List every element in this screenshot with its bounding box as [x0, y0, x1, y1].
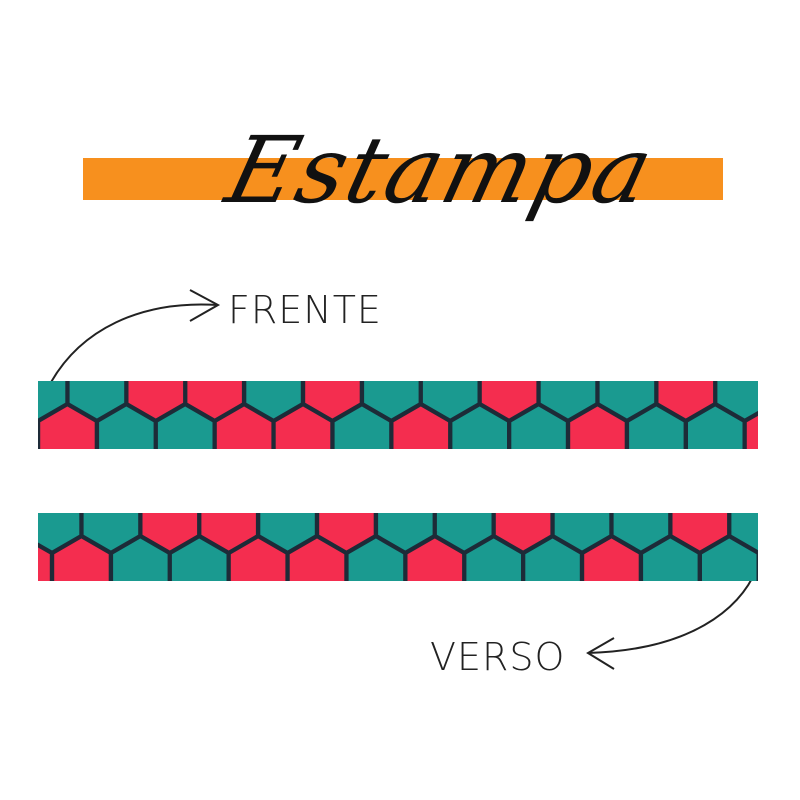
- hexagon-cell: [216, 406, 272, 449]
- hexagon-cell: [511, 406, 566, 449]
- hexagon-cell: [688, 406, 743, 449]
- hexagon-cell: [289, 538, 345, 581]
- hexagon-cell: [407, 538, 463, 581]
- title-accent-bar: [83, 158, 723, 200]
- hexagon-cell: [584, 538, 639, 581]
- hexagon-cell: [142, 513, 198, 551]
- hexagon-cell: [305, 381, 360, 419]
- hexagon-pattern-back: [38, 513, 758, 581]
- hexagon-cell: [495, 513, 551, 551]
- hexagon-cell: [38, 513, 80, 551]
- hexagon-cell: [246, 381, 301, 419]
- hexagon-cell: [731, 513, 758, 551]
- hexagon-cell: [393, 406, 449, 449]
- hexagon-cell: [38, 381, 66, 419]
- hexagon-cell: [364, 381, 419, 419]
- hexagon-cell: [171, 538, 227, 581]
- hexagon-cell: [643, 538, 698, 581]
- hexagon-cell: [113, 538, 168, 581]
- strap-back: [38, 513, 758, 581]
- hexagon-cell: [319, 513, 374, 551]
- hexagon-cell: [40, 406, 95, 449]
- hexagon-cell: [54, 538, 109, 581]
- hexagon-cell: [378, 513, 433, 551]
- hexagon-cell: [38, 547, 50, 581]
- hexagon-cell: [466, 538, 521, 581]
- hexagon-cell: [436, 513, 492, 551]
- hexagon-cell: [746, 415, 758, 449]
- hexagon-cell: [658, 381, 714, 419]
- hexagon-cell: [570, 406, 625, 449]
- front-label: FRENTE: [228, 288, 382, 332]
- hexagon-pattern-front: [38, 381, 758, 449]
- hexagon-cell: [422, 381, 478, 419]
- hexagon-cell: [187, 381, 242, 419]
- hexagon-cell: [83, 513, 139, 551]
- hexagon-cell: [717, 381, 758, 419]
- hexagon-cell: [540, 381, 596, 419]
- hexagon-cell: [629, 406, 684, 449]
- hexagon-cell: [481, 381, 537, 419]
- hexagon-cell: [452, 406, 507, 449]
- strap-front: [38, 381, 758, 449]
- hexagon-cell: [702, 538, 757, 581]
- hexagon-cell: [613, 513, 669, 551]
- hexagon-cell: [157, 406, 213, 449]
- page-title: Estampa: [216, 117, 665, 224]
- hexagon-cell: [260, 513, 315, 551]
- hexagon-cell: [69, 381, 125, 419]
- hexagon-cell: [672, 513, 728, 551]
- hexagon-cell: [275, 406, 331, 449]
- hexagon-cell: [348, 538, 404, 581]
- hexagon-cell: [128, 381, 184, 419]
- hexagon-cell: [201, 513, 256, 551]
- hexagon-cell: [599, 381, 655, 419]
- back-label: VERSO: [430, 635, 566, 679]
- hexagon-cell: [334, 406, 390, 449]
- hexagon-cell: [554, 513, 610, 551]
- hexagon-cell: [99, 406, 154, 449]
- hexagon-cell: [230, 538, 286, 581]
- hexagon-cell: [525, 538, 580, 581]
